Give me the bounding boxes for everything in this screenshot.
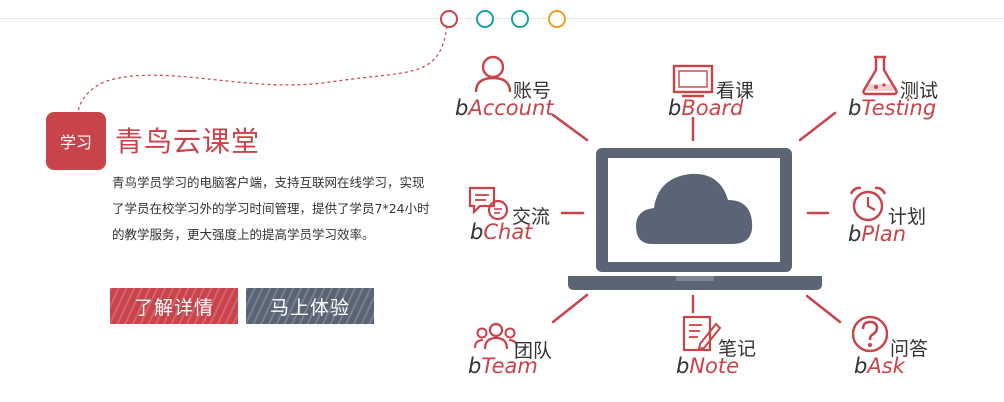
team-icon <box>474 322 518 350</box>
feature-label: 测试 <box>900 80 939 102</box>
feature-label: 交流 <box>512 206 551 228</box>
carousel-dot-1[interactable] <box>440 10 458 28</box>
carousel-dot-4[interactable] <box>548 10 566 28</box>
feature-english-label: bTesting <box>848 96 937 120</box>
feature-english-label: bAccount <box>455 96 554 120</box>
alarm-clock-icon <box>849 186 887 222</box>
learning-badge: 学习 <box>46 112 106 170</box>
flask-icon <box>862 55 898 96</box>
screen-icon <box>672 64 714 98</box>
page-title: 青鸟云课堂 <box>115 125 261 158</box>
user-icon <box>474 55 512 93</box>
laptop-icon <box>568 148 822 290</box>
carousel-dot-3[interactable] <box>511 10 529 28</box>
note-icon <box>682 315 722 352</box>
chat-icon <box>468 186 509 221</box>
feature-label: 计划 <box>888 206 927 228</box>
try-now-button[interactable]: 马上体验 <box>246 288 374 324</box>
feature-label: 团队 <box>514 340 553 362</box>
feature-english-label: bBoard <box>668 96 744 120</box>
feature-english-label: bAsk <box>854 354 905 378</box>
feature-english-label: bPlan <box>848 222 907 246</box>
feature-label: 看课 <box>716 80 755 102</box>
question-icon <box>851 315 889 353</box>
description-text: 青鸟学员学习的电脑客户端，支持互联网在线学习，实现了学员在校学习外的学习时间管理… <box>112 175 430 242</box>
top-divider <box>0 18 1004 19</box>
feature-label: 笔记 <box>718 338 757 360</box>
feature-english-label: bTeam <box>468 354 538 378</box>
feature-label: 问答 <box>890 338 929 360</box>
feature-english-label: bChat <box>470 220 533 244</box>
carousel-dot-2[interactable] <box>476 10 494 28</box>
feature-english-label: bNote <box>676 354 740 378</box>
feature-label: 账号 <box>513 80 552 102</box>
learn-more-button[interactable]: 了解详情 <box>110 288 238 324</box>
